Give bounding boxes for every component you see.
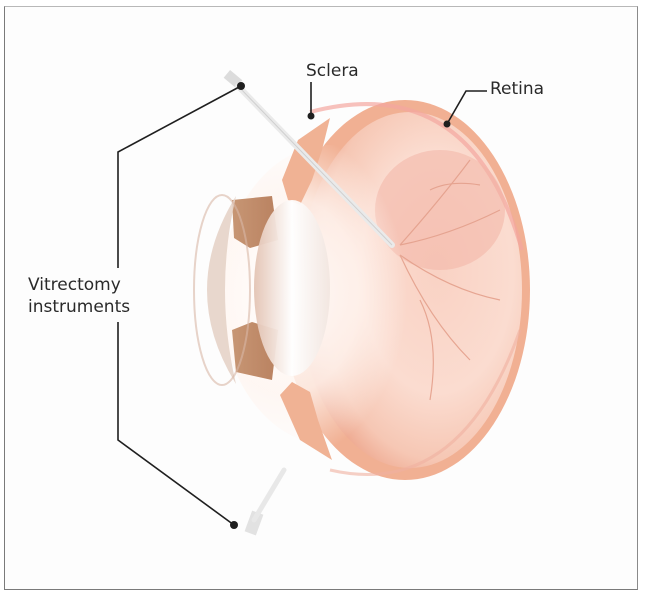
lens <box>254 200 330 376</box>
vitrectomy-tool-lower <box>245 470 284 535</box>
vitrectomy-label-line2: instruments <box>28 296 130 318</box>
vitrectomy-instruments-label: Vitrectomy instruments <box>28 274 130 318</box>
sclera-label: Sclera <box>306 60 359 82</box>
retina-label: Retina <box>490 78 544 100</box>
vitrectomy-label-line1: Vitrectomy <box>28 274 130 296</box>
light-cone <box>220 145 440 445</box>
